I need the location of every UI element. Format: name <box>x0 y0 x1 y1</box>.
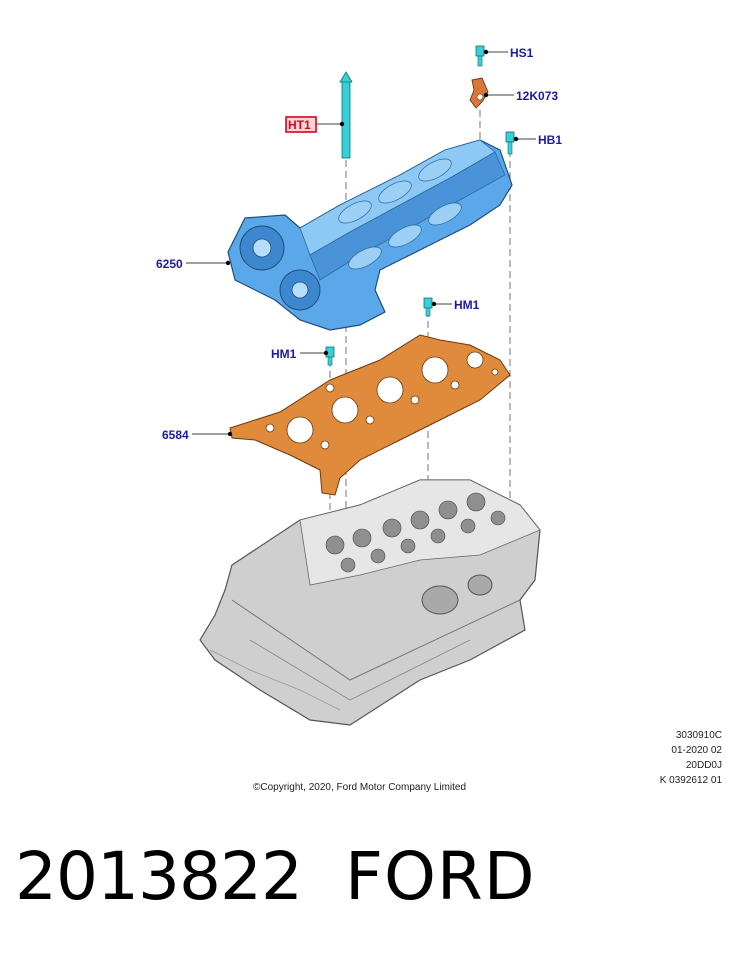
copyright-notice: ©Copyright, 2020, Ford Motor Company Lim… <box>253 782 467 793</box>
cylinder-head <box>199 479 541 726</box>
bolt-hm1-right <box>423 297 433 317</box>
bolt-hs1 <box>475 45 485 67</box>
valve-cover-6250 <box>227 139 513 331</box>
bolt-hb1 <box>505 131 515 155</box>
meta-line-1: 3030910C <box>675 730 722 741</box>
bolt-ht1 <box>339 71 353 159</box>
gasket-6584 <box>229 334 511 496</box>
meta-line-2: 01-2020 02 <box>671 745 722 756</box>
sensor-12k073 <box>469 77 489 109</box>
meta-line-3: 20DD0J <box>685 760 722 771</box>
meta-line-4: K 0392612 01 <box>659 775 722 786</box>
leader-lines <box>186 49 536 437</box>
callout-6250[interactable]: 6250 <box>156 257 183 271</box>
callout-12k073[interactable]: 12K073 <box>516 89 558 103</box>
callout-ht1[interactable]: HT1 <box>288 118 311 132</box>
callout-hm1-right[interactable]: HM1 <box>454 298 480 312</box>
callout-hm1-left[interactable]: HM1 <box>271 347 297 361</box>
callout-6584[interactable]: 6584 <box>162 428 189 442</box>
callout-ht1-highlight <box>285 116 317 133</box>
bolt-hm1-left <box>325 346 335 366</box>
callout-hs1[interactable]: HS1 <box>510 46 534 60</box>
part-number: 2013822 <box>15 838 303 915</box>
callout-hb1[interactable]: HB1 <box>538 133 562 147</box>
brand-name: FORD <box>345 838 536 915</box>
